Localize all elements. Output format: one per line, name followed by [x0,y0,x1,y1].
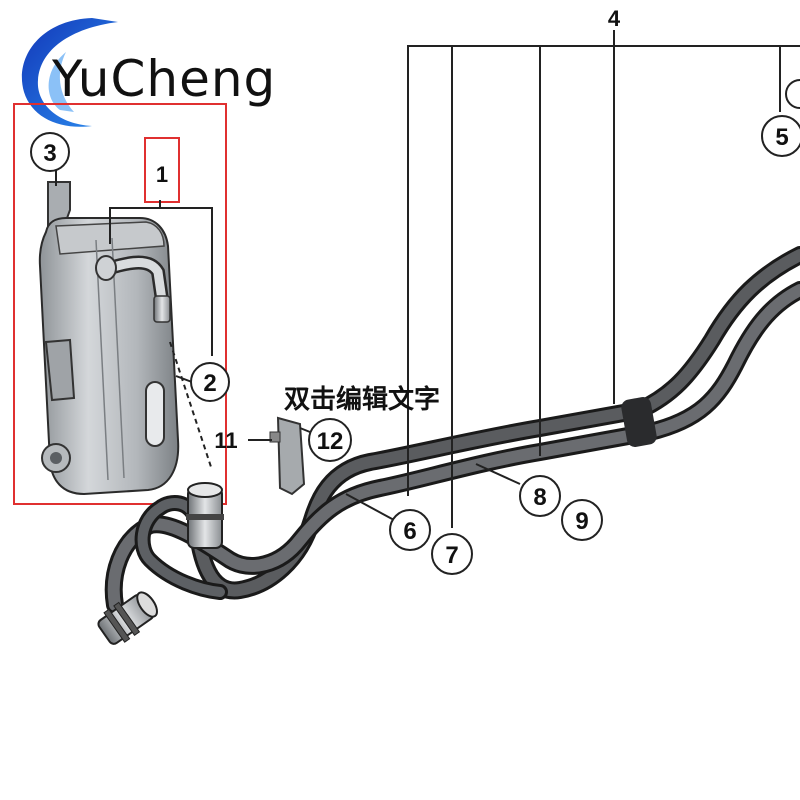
callout-12: 12 [308,418,352,462]
highlight-label-frame [144,137,180,203]
cooler-side-clip [44,338,76,402]
callout-4: 4 [608,6,621,31]
svg-text:2: 2 [203,370,216,397]
overlay-edit-text[interactable]: 双击编辑文字 [284,384,440,415]
logo-swoosh-inner-icon [48,52,74,112]
callout-3: 3 [30,132,70,172]
svg-text:4: 4 [608,6,621,31]
hose-lower-body [190,249,800,597]
oil-cooler [38,181,180,496]
svg-text:6: 6 [403,518,416,545]
svg-text:5: 5 [775,124,788,151]
cooler-body [38,217,180,496]
svg-text:8: 8 [533,484,546,511]
callout-6: 6 [389,509,431,551]
svg-text:11: 11 [214,428,237,453]
partial-callout-ring [785,79,800,109]
cooler-slot [145,381,165,447]
callout-2: 2 [190,362,230,402]
cooler-mount-hole [50,452,62,464]
svg-text:7: 7 [445,542,458,569]
svg-text:1: 1 [156,162,168,187]
svg-text:12: 12 [317,428,344,455]
cooler-outlet-fitting [186,482,224,549]
highlight-frame [13,103,227,505]
hose-connector [97,591,158,645]
bracket-bolt [269,431,281,443]
logo-swoosh-icon [21,18,118,127]
logo-text: YuCheng [51,50,276,108]
svg-text:3: 3 [43,140,56,167]
callout-5: 5 [761,79,800,157]
callout-11: 11 [214,428,237,453]
cooler-fins [95,237,125,481]
callout-9: 9 [561,499,603,541]
hose-loop-body [137,498,225,597]
hose-sleeve [621,397,657,447]
callout-8: 8 [519,475,561,517]
svg-text:9: 9 [575,508,588,535]
leader-lines [55,30,800,528]
callout-7: 7 [431,533,473,575]
brand-logo: YuCheng [21,18,276,127]
cooler-inlet-collar [153,295,171,323]
cooler-inlet-port [95,255,117,281]
callout-1: 1 [156,162,168,187]
hose-bracket [276,416,306,496]
